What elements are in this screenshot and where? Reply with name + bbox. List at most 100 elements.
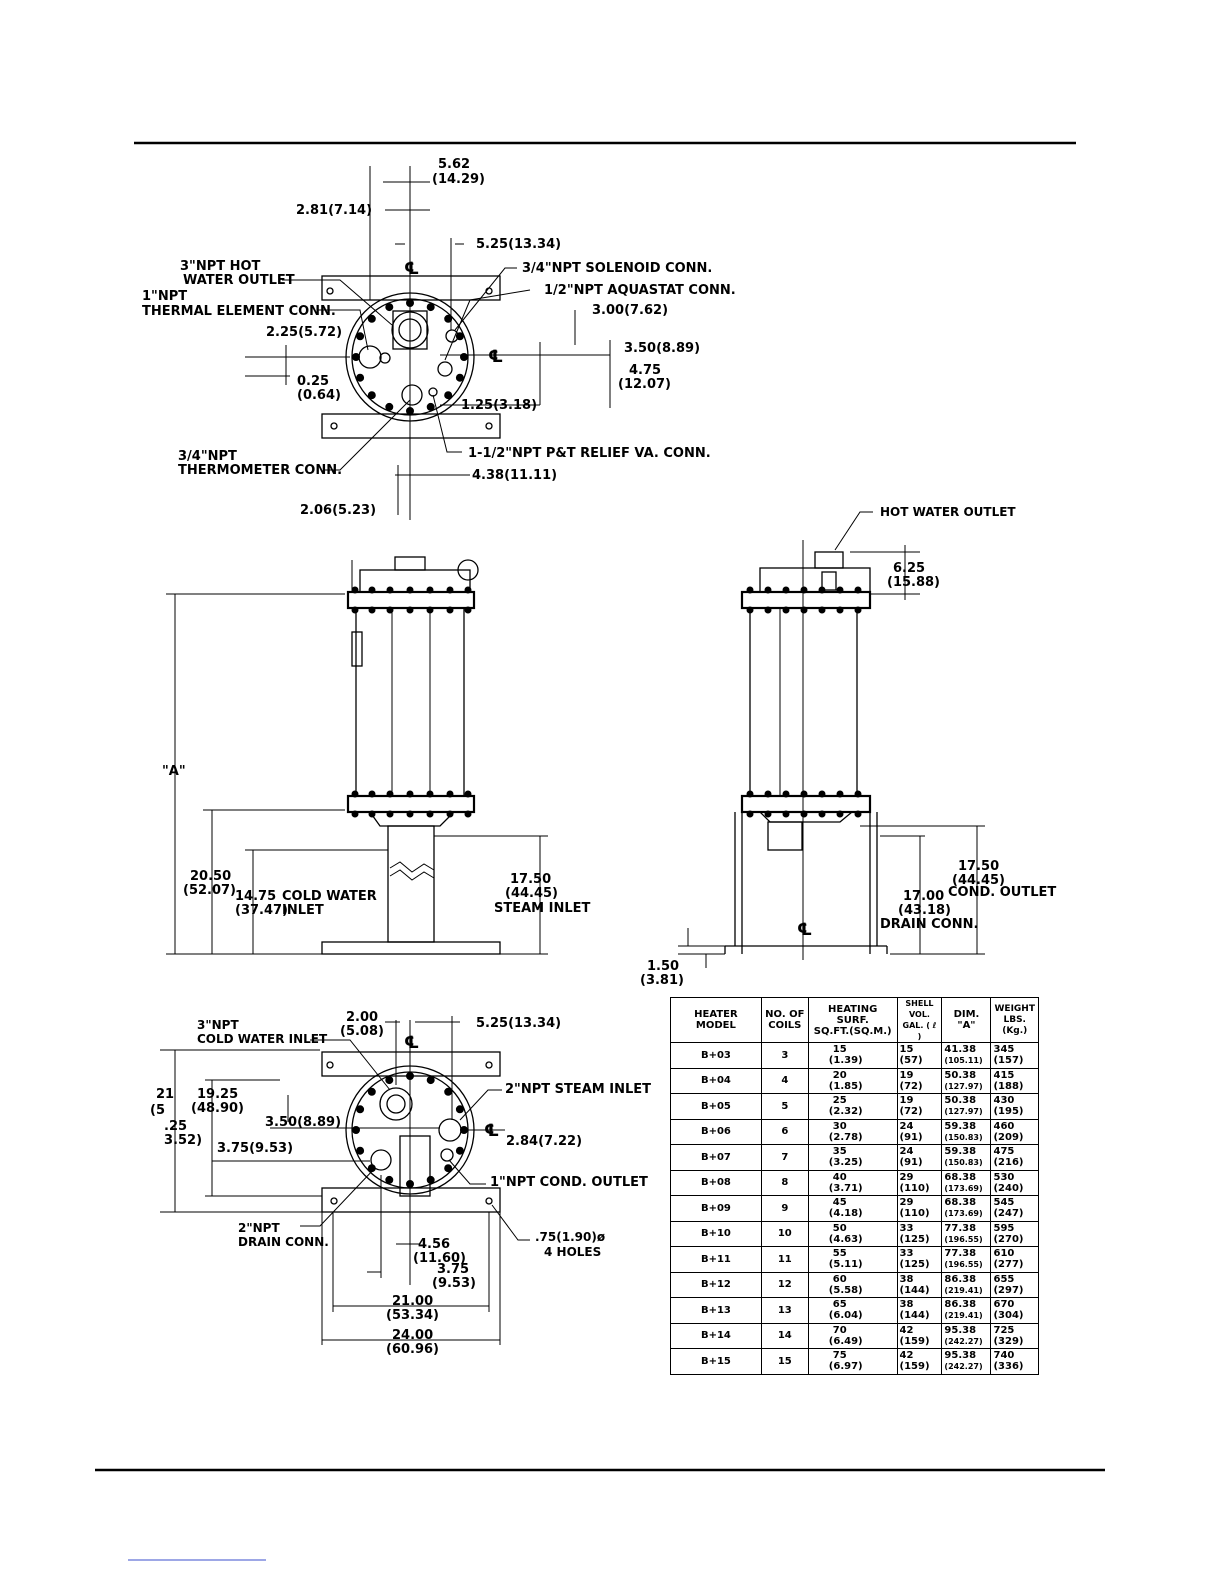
bolt [356, 1105, 365, 1114]
flange-bolt [746, 790, 754, 798]
cell-dim: 77.38(196.55) [941, 1220, 992, 1247]
top-dim-10: 0.25 [297, 374, 329, 389]
bolt [367, 1087, 376, 1096]
cell-model: B+05 [670, 1093, 762, 1120]
top-dim-7: 4.75 [629, 363, 661, 378]
bot-dim-3: 5.25(13.34) [476, 1016, 561, 1031]
bot-dim-19: .25 [164, 1119, 187, 1134]
bolt [444, 314, 453, 323]
flange-bolt [426, 790, 434, 798]
cell-vol: 33(125) [896, 1220, 943, 1247]
bolt [385, 1076, 394, 1085]
cell-model: B+14 [670, 1322, 762, 1349]
bolt [455, 1146, 464, 1155]
bot-label-2: COLD WATER INLET [197, 1032, 328, 1046]
cell-dim: 50.38(127.97) [941, 1093, 992, 1120]
cell-coils: 10 [760, 1220, 809, 1247]
flange-bolt [351, 586, 359, 594]
bolt [426, 402, 435, 411]
cell-weight: 655(297) [990, 1271, 1039, 1298]
flange-bolt [368, 810, 376, 818]
bot-dim-9: 4.56 [418, 1237, 450, 1252]
cell-dim: 77.38(196.55) [941, 1246, 992, 1273]
flange-bolt [351, 790, 359, 798]
bot-dim-8: 2.84(7.22) [506, 1134, 582, 1149]
top-dim-12: 1.25(3.18) [461, 398, 537, 413]
flange-bolt [351, 810, 359, 818]
cell-model: B+11 [670, 1246, 762, 1273]
bot-dim-12: (9.53) [432, 1276, 476, 1291]
cell-coils: 5 [760, 1093, 809, 1120]
cell-weight: 415(188) [990, 1067, 1039, 1094]
cell-vol: 38(144) [896, 1271, 943, 1298]
side-dim-5: 17.00 [903, 889, 944, 904]
flange-bolt [426, 586, 434, 594]
cell-weight: 430(195) [990, 1093, 1039, 1120]
top-view [245, 166, 611, 520]
cell-weight: 545(247) [990, 1195, 1039, 1222]
top-centerline-2: ℄ [488, 347, 503, 367]
front-dim-A: "A" [162, 764, 186, 779]
flange-bolt [800, 606, 808, 614]
cell-vol: 38(144) [896, 1297, 943, 1324]
front-dim-6: 17.50 [510, 872, 551, 887]
cell-vol: 19(72) [896, 1067, 943, 1094]
cell-vol: 15(57) [896, 1042, 943, 1069]
cell-vol: 29(110) [896, 1169, 943, 1196]
top-label-9: 1-1/2"NPT P&T RELIEF VA. CONN. [468, 446, 711, 461]
bolt [367, 391, 376, 400]
flange-bolt [764, 790, 772, 798]
side-dim-6: (43.18) [898, 903, 951, 918]
flange-bolt [446, 586, 454, 594]
cell-coils: 11 [760, 1246, 809, 1273]
top-dim-11: (0.64) [297, 388, 341, 403]
top-dim-13: 4.38(11.11) [472, 468, 557, 483]
cell-coils: 12 [760, 1271, 809, 1298]
flange-bolt [782, 586, 790, 594]
flange-bolt [368, 606, 376, 614]
front-dim-3: (52.07) [183, 883, 236, 898]
bot-dim-11: 3.75 [437, 1262, 469, 1277]
bot-label-1: 3"NPT [197, 1018, 239, 1032]
flange-bolt [464, 606, 472, 614]
side-dim-4: (44.45) [952, 873, 1005, 888]
cell-dim: 41.38(105.11) [941, 1042, 992, 1069]
cell-model: B+06 [670, 1118, 762, 1145]
front-label-2: INLET [282, 903, 324, 918]
cell-surf: 25(2.32) [807, 1093, 898, 1120]
flange-bolt [818, 586, 826, 594]
flange-bolt [818, 606, 826, 614]
flange-bolt [746, 606, 754, 614]
top-label-4: THERMAL ELEMENT CONN. [142, 304, 336, 319]
cell-surf: 20(1.85) [807, 1067, 898, 1094]
top-centerline-1: ℄ [404, 259, 419, 279]
flange-bolt [764, 586, 772, 594]
top-label-1: 3"NPT HOT [180, 259, 261, 274]
cell-dim: 59.38(150.83) [941, 1118, 992, 1145]
front-label-1: COLD WATER [282, 889, 377, 904]
cell-weight: 595(270) [990, 1220, 1039, 1247]
front-view [166, 556, 548, 955]
flange-bolt [446, 810, 454, 818]
flange-bolt [746, 586, 754, 594]
bot-dim-13: 21.00 [392, 1294, 433, 1309]
bolt [455, 1105, 464, 1114]
side-view [678, 511, 985, 968]
top-dim-5: 3.00(7.62) [592, 303, 668, 318]
bolt [455, 373, 464, 382]
flange-bolt [782, 790, 790, 798]
side-dim-2: (15.88) [887, 575, 940, 590]
cell-model: B+13 [670, 1297, 762, 1324]
bot-dim-18: (5 [150, 1103, 165, 1118]
header-dim: DIM."A" [941, 997, 992, 1043]
bolt [356, 1146, 365, 1155]
flange-bolt [854, 810, 862, 818]
